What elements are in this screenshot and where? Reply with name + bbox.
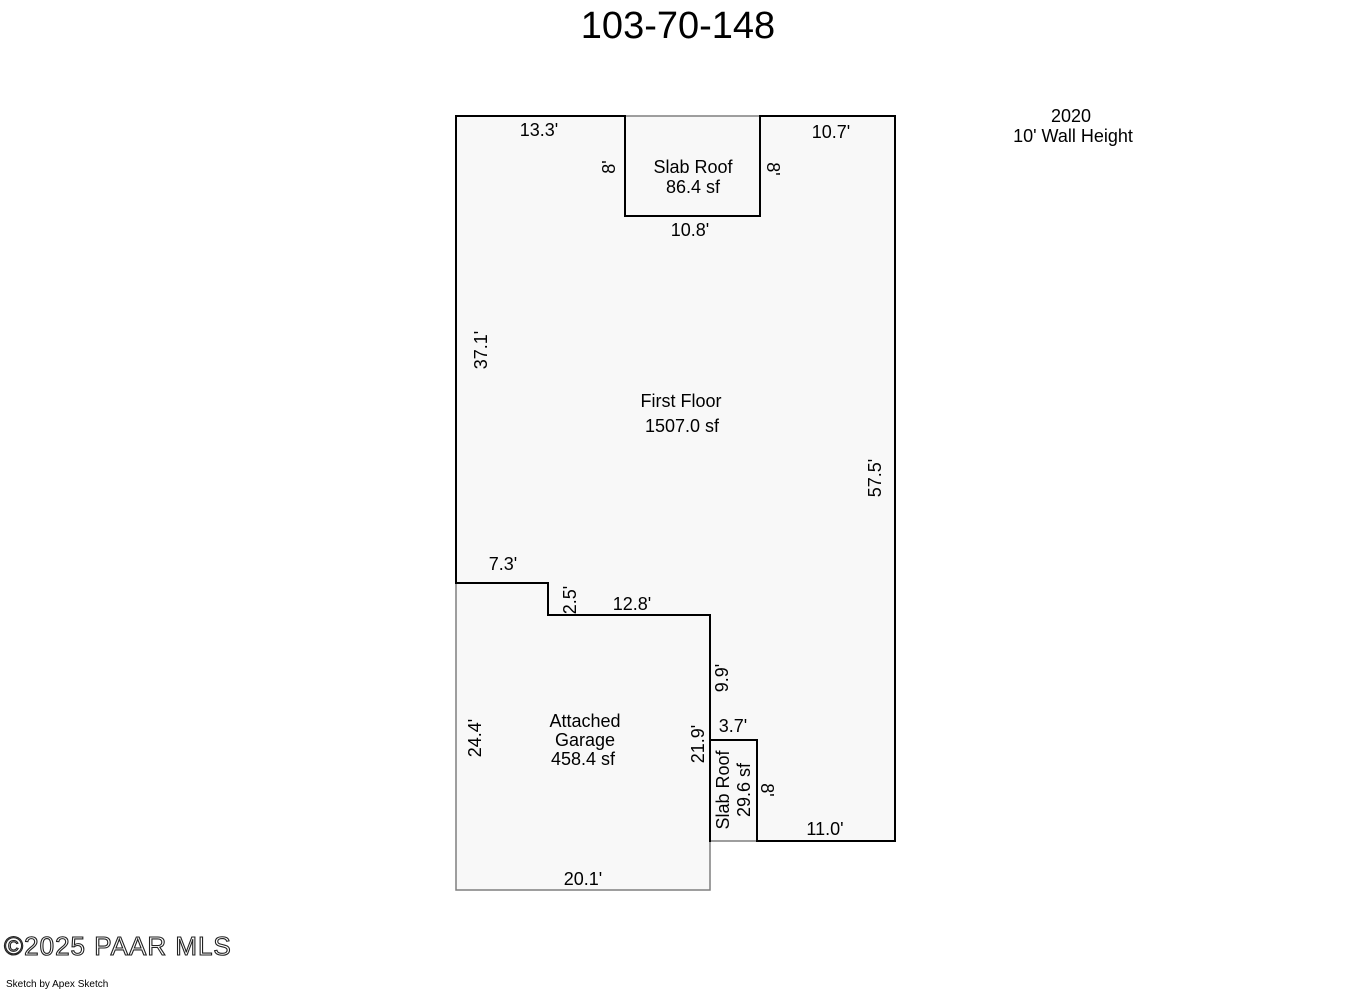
first-floor-area: 1507.0 sf	[645, 416, 720, 436]
dim-notch-side: 2.5'	[560, 586, 580, 614]
garage-area: 458.4 sf	[551, 749, 616, 769]
garage-fill	[456, 583, 710, 890]
dim-garage-bottom: 20.1'	[564, 869, 602, 889]
slab-roof-top-fill	[625, 116, 760, 216]
garage-name-line1: Attached	[549, 711, 620, 731]
slab-roof-top-name: Slab Roof	[653, 157, 733, 177]
garage-name-line2: Garage	[555, 730, 615, 750]
dim-small-slab-top: 3.7'	[719, 716, 747, 736]
dim-bottom-right: 11.0'	[806, 819, 843, 839]
first-floor-outline	[455, 115, 896, 842]
slab-roof-small-area: 29.6 sf	[734, 762, 754, 817]
dim-small-slab-side: 8'	[757, 783, 777, 796]
dim-left-wall: 37.1'	[471, 331, 491, 369]
slab-roof-small-name: Slab Roof	[713, 749, 733, 829]
room-fills	[456, 116, 895, 890]
dim-garage-right-upper: 9.9'	[712, 664, 732, 692]
garage-outline	[455, 583, 711, 891]
dim-right-wall: 57.5'	[865, 459, 885, 497]
dim-garage-top: 12.8'	[613, 594, 651, 614]
dim-slab-left: 8'	[599, 160, 619, 173]
dim-slab-bottom: 10.8'	[671, 220, 709, 240]
slab-roof-top-area: 86.4 sf	[666, 177, 721, 197]
dim-notch-top: 7.3'	[489, 554, 517, 574]
dim-garage-right: 21.9'	[688, 725, 708, 763]
dim-top-left: 13.3'	[520, 120, 558, 140]
dimension-labels: 13.3' 10.7' 8' 8' 10.8' 37.1' 57.5' 7.3'…	[465, 120, 885, 889]
dim-slab-right: 8'	[763, 162, 783, 175]
first-floor-name: First Floor	[641, 391, 722, 411]
wall-height-note: 10' Wall Height	[1013, 126, 1133, 146]
dim-garage-left: 24.4'	[465, 719, 485, 757]
walls	[455, 115, 896, 891]
sketch-credit: Sketch by Apex Sketch	[6, 979, 109, 990]
dim-top-right: 10.7'	[812, 122, 850, 142]
slab-roof-small-fill	[710, 740, 757, 841]
room-labels: Slab Roof 86.4 sf First Floor 1507.0 sf …	[549, 157, 754, 830]
year-note: 2020	[1051, 106, 1091, 126]
copyright-watermark: ©2025 PAAR MLS	[3, 930, 232, 961]
parcel-title: 103-70-148	[581, 5, 775, 47]
first-floor-fill	[456, 116, 895, 841]
